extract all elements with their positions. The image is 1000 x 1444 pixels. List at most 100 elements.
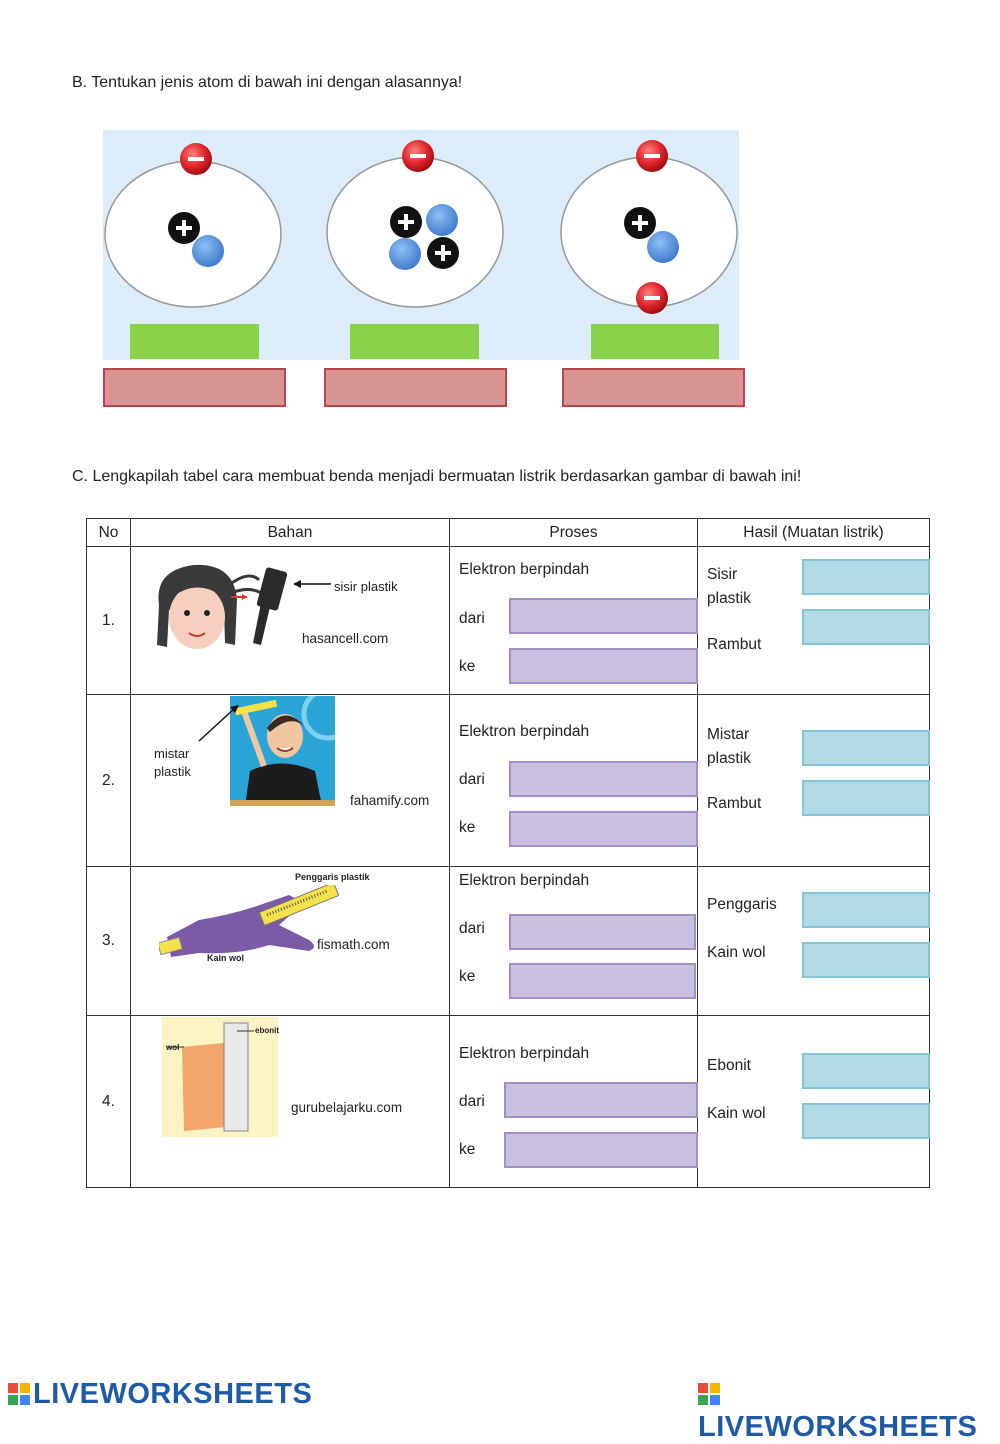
image-credit: hasancell.com: [302, 631, 389, 646]
section-b-heading: B. Tentukan jenis atom di bawah ini deng…: [72, 74, 463, 91]
liveworksheets-logo-left: LIVEWORKSHEETS: [8, 1378, 312, 1411]
row-number: 1.: [86, 546, 131, 695]
arrow-icon: [293, 580, 331, 588]
bahan-cell: mistar plastik fahamify.com: [130, 694, 450, 867]
hasil-input-2[interactable]: [802, 609, 930, 645]
ke-label: ke: [459, 658, 476, 675]
boy-ruler-image: [230, 696, 335, 806]
hasil-cell: Penggaris Kain wol: [697, 866, 930, 1016]
hasil-cell: Ebonit Kain wol: [697, 1015, 930, 1188]
hasil-material-1: Ebonit: [707, 1057, 751, 1074]
proses-cell: Elektron berpindah dari ke: [449, 546, 698, 695]
dari-label: dari: [459, 610, 485, 627]
header-bahan: Bahan: [130, 518, 450, 547]
girl-comb-image: [157, 564, 288, 649]
dari-input[interactable]: [509, 598, 698, 634]
hasil-cell: Sisir plastik Rambut: [697, 546, 930, 695]
proton-icon: [390, 206, 422, 238]
atom-3-reason-box[interactable]: [562, 368, 745, 407]
dari-input[interactable]: [504, 1082, 698, 1118]
logo-badge-icon: [698, 1383, 720, 1405]
logo-text: LIVEWORKSHEETS: [33, 1378, 313, 1410]
neutron-icon: [426, 204, 458, 236]
header-no: No: [86, 518, 131, 547]
hasil-input-1[interactable]: [802, 730, 930, 766]
hasil-input-2[interactable]: [802, 1103, 930, 1139]
hasil-input-1[interactable]: [802, 559, 930, 595]
atom-3-answer-box[interactable]: [591, 324, 719, 359]
ke-input[interactable]: [504, 1132, 698, 1168]
electron-icon: [180, 143, 212, 175]
material-label-2: wol: [166, 1043, 180, 1052]
atom-1-reason-box[interactable]: [103, 368, 286, 407]
atom-panel: [103, 130, 739, 360]
table-row: 2. mistar plastik fahamify.com Elektron …: [86, 694, 930, 867]
neutron-icon: [389, 238, 421, 270]
atom-1: [104, 143, 282, 308]
table-row: 4. ebonit wol gurubelajarku.com Elektron…: [86, 1015, 930, 1188]
image-credit: gurubelajarku.com: [291, 1100, 403, 1115]
ke-label: ke: [459, 968, 476, 985]
table-row: 3. Penggaris plastik Kain wol fismath.co…: [86, 866, 930, 1016]
atom-2-reason-box[interactable]: [324, 368, 507, 407]
proton-icon: [624, 207, 656, 239]
ke-input[interactable]: [509, 648, 698, 684]
bahan-cell: ebonit wol gurubelajarku.com: [130, 1015, 450, 1188]
electron-icon: [636, 140, 668, 172]
logo-badge-icon: [8, 1383, 30, 1405]
ke-input[interactable]: [509, 811, 698, 847]
atom-1-answer-box[interactable]: [130, 324, 259, 359]
table-row: 1. sisir plastik hasancell.com Elektron …: [86, 546, 930, 695]
image-credit: fismath.com: [317, 937, 390, 952]
proses-title: Elektron berpindah: [459, 872, 590, 889]
hasil-material-2: Kain wol: [707, 944, 766, 961]
bahan-cell: sisir plastik hasancell.com: [130, 546, 450, 695]
hasil-cell: Mistar plastik Rambut: [697, 694, 930, 867]
atom-diagrams: [104, 140, 738, 314]
proton-icon: [168, 212, 200, 244]
material-label: sisir plastik: [334, 579, 398, 594]
dari-input[interactable]: [509, 761, 698, 797]
proses-title: Elektron berpindah: [459, 561, 590, 578]
dari-label: dari: [459, 1093, 485, 1110]
charge-table: No Bahan Proses Hasil (Muatan listrik) 1…: [86, 518, 930, 1188]
hasil-input-2[interactable]: [802, 780, 930, 816]
material-label-2: Kain wol: [207, 953, 245, 963]
ruler-wool-image: [159, 885, 339, 957]
header-hasil: Hasil (Muatan listrik): [697, 518, 930, 547]
ke-label: ke: [459, 819, 476, 836]
hasil-input-1[interactable]: [802, 892, 930, 928]
hasil-material-1: Sisir plastik: [707, 566, 751, 607]
electron-icon: [402, 140, 434, 172]
material-label: ebonit: [255, 1026, 279, 1035]
hasil-material-2: Rambut: [707, 795, 762, 812]
electron-icon: [636, 282, 668, 314]
row-number: 3.: [86, 866, 131, 1016]
bahan-cell: Penggaris plastik Kain wol fismath.com: [130, 866, 450, 1016]
hasil-input-2[interactable]: [802, 942, 930, 978]
proses-cell: Elektron berpindah dari ke: [449, 866, 698, 1016]
ke-input[interactable]: [509, 963, 696, 999]
material-label: mistar plastik: [154, 746, 191, 779]
ke-label: ke: [459, 1141, 476, 1158]
atom-2: [326, 140, 504, 308]
liveworksheets-logo-right: LIVEWORKSHEETS: [698, 1378, 1000, 1444]
hasil-material-1: Penggaris: [707, 896, 777, 913]
header-proses: Proses: [449, 518, 698, 547]
row-number: 2.: [86, 694, 131, 867]
dari-input[interactable]: [509, 914, 696, 950]
hasil-material-1: Mistar plastik: [707, 726, 751, 767]
dari-label: dari: [459, 771, 485, 788]
atom-2-answer-box[interactable]: [350, 324, 479, 359]
arrow-icon: [198, 705, 239, 742]
neutron-icon: [192, 235, 224, 267]
section-c-heading: C. Lengkapilah tabel cara membuat benda …: [72, 468, 802, 485]
proses-cell: Elektron berpindah dari ke: [449, 1015, 698, 1188]
table-header-row: No Bahan Proses Hasil (Muatan listrik): [86, 518, 930, 547]
proses-title: Elektron berpindah: [459, 1045, 590, 1062]
proses-cell: Elektron berpindah dari ke: [449, 694, 698, 867]
logo-text: LIVEWORKSHEETS: [698, 1411, 978, 1443]
hasil-input-1[interactable]: [802, 1053, 930, 1089]
hasil-material-2: Kain wol: [707, 1105, 766, 1122]
image-credit: fahamify.com: [350, 793, 430, 808]
